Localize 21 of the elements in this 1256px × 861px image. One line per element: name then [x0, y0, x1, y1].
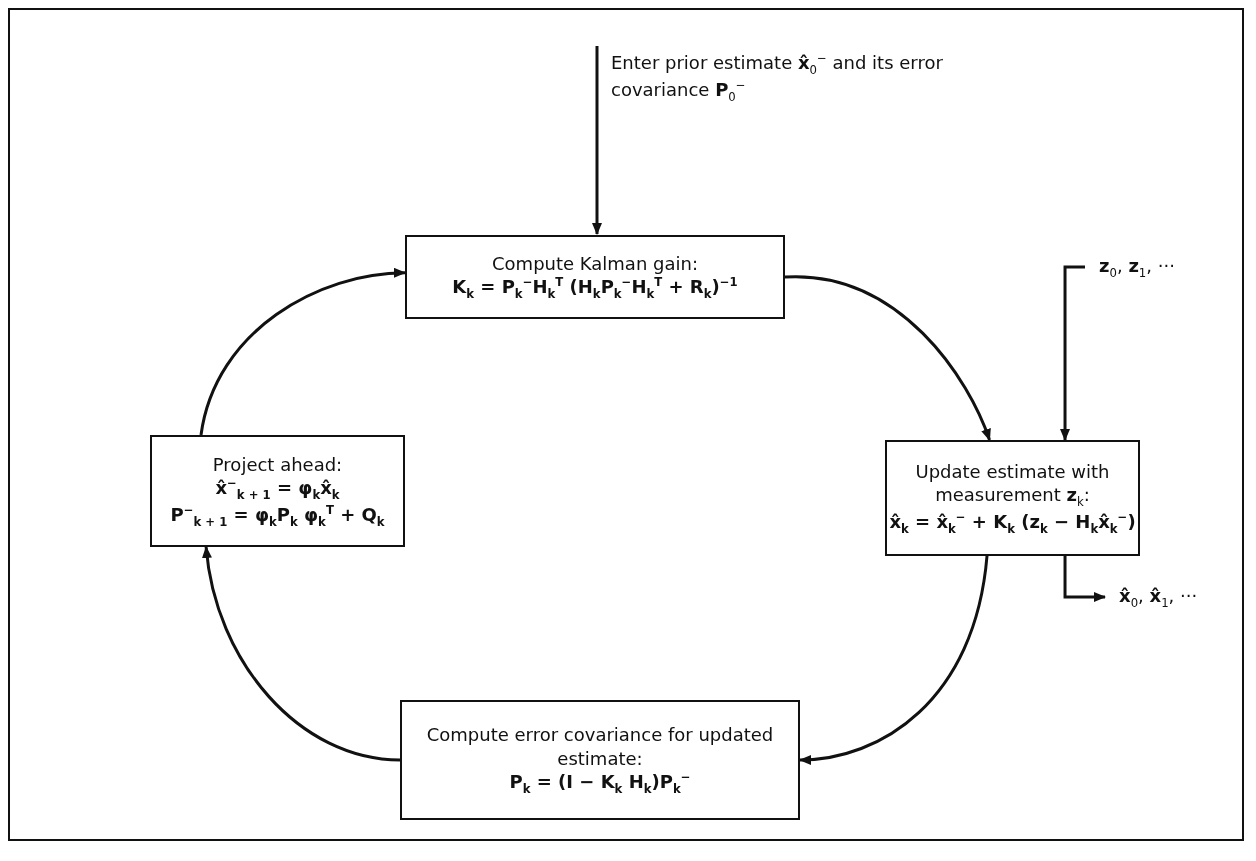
step-label: Project ahead:	[212, 452, 343, 476]
process-box	[885, 440, 1140, 556]
process-box	[405, 235, 785, 319]
process-box	[400, 700, 800, 820]
arrow	[199, 268, 406, 436]
arrow	[592, 46, 602, 235]
formula: P$^{−}$$_{k + 1}$ = φ$_{k}$P$_{k}$ φ$_{k}$$^{T}$ + Q$_{k}$	[170, 502, 385, 530]
arrow	[1063, 556, 1106, 602]
step-label: Update estimate with measurement z$_{k}$:	[914, 459, 1111, 510]
step-label: z$_{0}$, z$_{1}$, ···	[1099, 253, 1175, 281]
step-label: x̂$_{0}$, x̂$_{1}$, ···	[1119, 583, 1198, 611]
arrow	[202, 546, 401, 762]
arrow	[1060, 265, 1085, 441]
formula: x̂$^{−}$$_{k + 1}$ = φ$_{k}$x̂$_{k}$	[215, 475, 340, 503]
formula: x̂$_{k}$ = x̂$_{k}$$^{−}$ + K$_{k}$ (z$_{k}$ − H$_{k}$x̂$_{k}$$^{−}$)	[889, 509, 1136, 537]
process-box	[150, 435, 405, 547]
step-label: Compute error covariance for updated estimate:	[425, 723, 775, 770]
formula: K$_{k}$ = P$_{k}$$^{−}$H$_{k}$$^{T}$ (H$_{k}$P$_{k}$$^{−}$H$_{k}$$^{T}$ + R$_{k}$)$^{−1}$	[452, 275, 738, 303]
arrow	[799, 555, 989, 765]
arrow	[784, 275, 991, 441]
step-label: Compute Kalman gain:	[492, 251, 698, 276]
